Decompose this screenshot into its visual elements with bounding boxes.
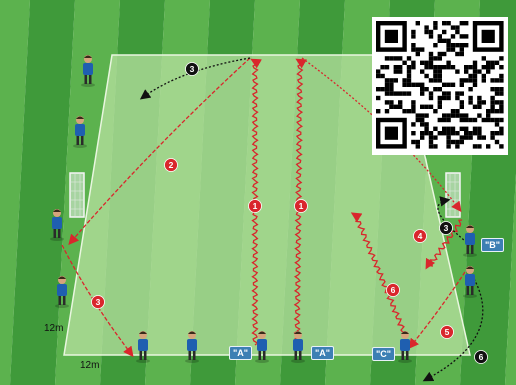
svg-text:1: 1 [253, 201, 258, 211]
player-icon [81, 55, 95, 87]
black-step-marker: 6 [474, 350, 488, 364]
svg-text:3: 3 [96, 297, 101, 307]
svg-text:5: 5 [445, 327, 450, 337]
red-step-marker: 3 [91, 295, 105, 309]
player-icon [398, 331, 412, 363]
red-step-marker: 1 [248, 199, 262, 213]
pass-line-5 [408, 271, 466, 350]
bottom-dimension-label: 12m [80, 360, 100, 371]
player-icon [136, 331, 150, 363]
red-step-marker: 2 [164, 158, 178, 172]
side-dimension-label: 12m [44, 323, 64, 334]
player-icon [463, 225, 477, 257]
red-step-marker: 6 [386, 283, 400, 297]
red-step-marker: 5 [440, 325, 454, 339]
svg-text:6: 6 [391, 285, 396, 295]
run-line-6 [422, 271, 484, 382]
player-icon [55, 276, 69, 308]
svg-text:2: 2 [169, 160, 174, 170]
tag-b: "B" [481, 238, 505, 252]
pass-line-to-b [301, 57, 462, 213]
grass-stripe [505, 173, 516, 385]
svg-text:1: 1 [299, 201, 304, 211]
dribble-line-b [425, 219, 463, 270]
svg-text:4: 4 [418, 231, 423, 241]
drill-area [63, 54, 471, 356]
qr-code-icon [372, 17, 508, 155]
pass-line-2 [68, 57, 251, 245]
player-icon [463, 266, 477, 298]
player-icon [50, 209, 64, 241]
goal-icon [69, 172, 85, 218]
player-icon [291, 331, 305, 363]
player-icon [255, 331, 269, 363]
black-step-marker: 3 [439, 221, 453, 235]
tag-c: "C" [372, 347, 396, 361]
red-step-marker: 4 [413, 229, 427, 243]
player-icon [73, 116, 87, 148]
red-step-marker: 1 [294, 199, 308, 213]
svg-text:3: 3 [190, 64, 195, 74]
player-icon [185, 331, 199, 363]
tag-a-left: "A" [229, 346, 253, 360]
svg-text:6: 6 [479, 352, 484, 362]
black-step-marker: 3 [185, 62, 199, 76]
tag-a-right: "A" [311, 346, 335, 360]
grass-stripe [0, 0, 30, 385]
dribble-line-c [350, 212, 408, 336]
svg-text:3: 3 [444, 223, 449, 233]
